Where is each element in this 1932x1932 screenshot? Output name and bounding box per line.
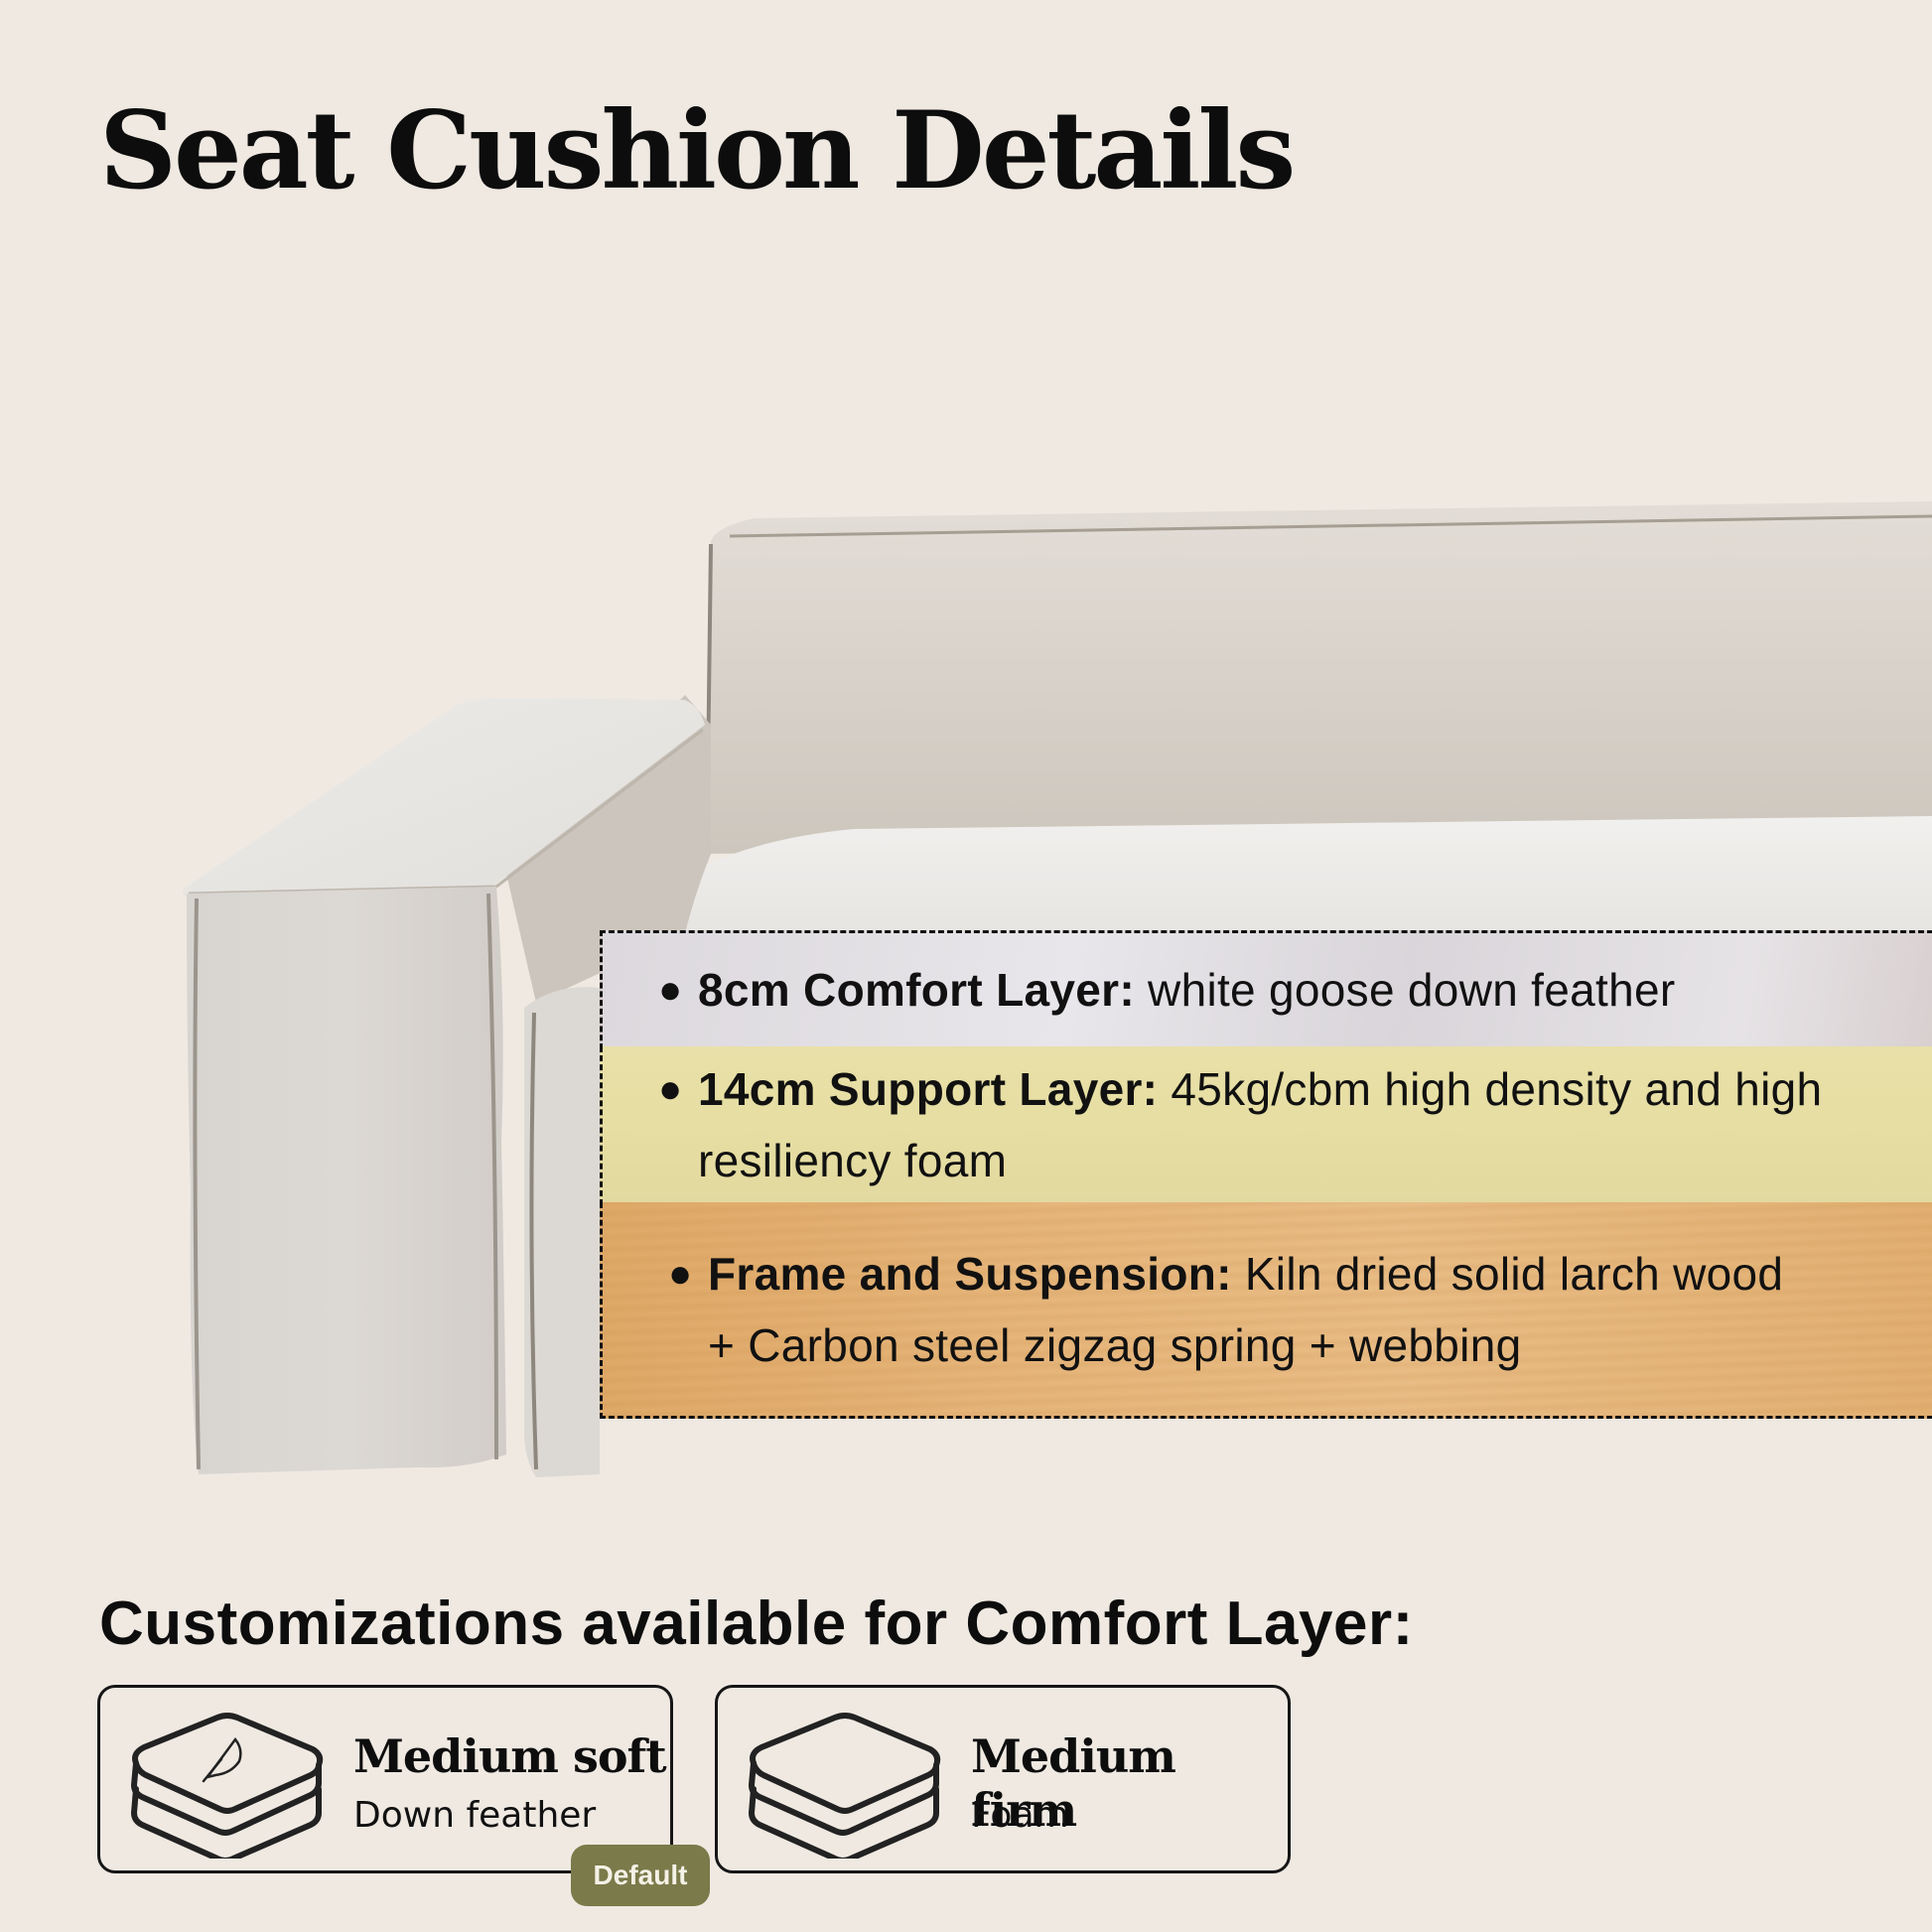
option-name: Medium firm (971, 1729, 1176, 1837)
default-badge: Default (571, 1845, 710, 1906)
option-medium-soft[interactable]: Medium soft Down feather (97, 1685, 673, 1873)
support-layer-description: 45kg/cbm high density and high resilienc… (698, 1062, 1823, 1186)
customizations-heading: Customizations available for Comfort Lay… (99, 1589, 1414, 1658)
option-medium-firm[interactable]: Medium firm Foam (715, 1685, 1291, 1873)
support-layer: ● 14cm Support Layer: 45kg/cbm high dens… (600, 1046, 1932, 1205)
frame-layer-label: Frame and Suspension: (708, 1247, 1232, 1300)
bullet-icon: ● (658, 1066, 683, 1111)
support-layer-label: 14cm Support Layer: (698, 1062, 1159, 1115)
option-material: Down feather (353, 1795, 597, 1836)
bullet-icon: ● (668, 1251, 693, 1296)
bullet-icon: ● (658, 968, 683, 1012)
feather-cushion-icon (131, 1713, 324, 1859)
page-title: Seat Cushion Details (99, 88, 1296, 213)
frame-layer: ● Frame and Suspension: Kiln dried solid… (600, 1202, 1932, 1419)
cushion-layers: ● 8cm Comfort Layer: white goose down fe… (600, 930, 1932, 1478)
comfort-layer-description: white goose down feather (1148, 964, 1676, 1016)
cushion-icon (749, 1713, 941, 1859)
option-material: Foam (971, 1795, 1069, 1836)
comfort-layer: ● 8cm Comfort Layer: white goose down fe… (600, 930, 1932, 1049)
comfort-layer-label: 8cm Comfort Layer: (698, 964, 1135, 1016)
frame-layer-description: Kiln dried solid larch wood + Carbon ste… (708, 1247, 1784, 1371)
option-name: Medium soft (353, 1729, 667, 1783)
